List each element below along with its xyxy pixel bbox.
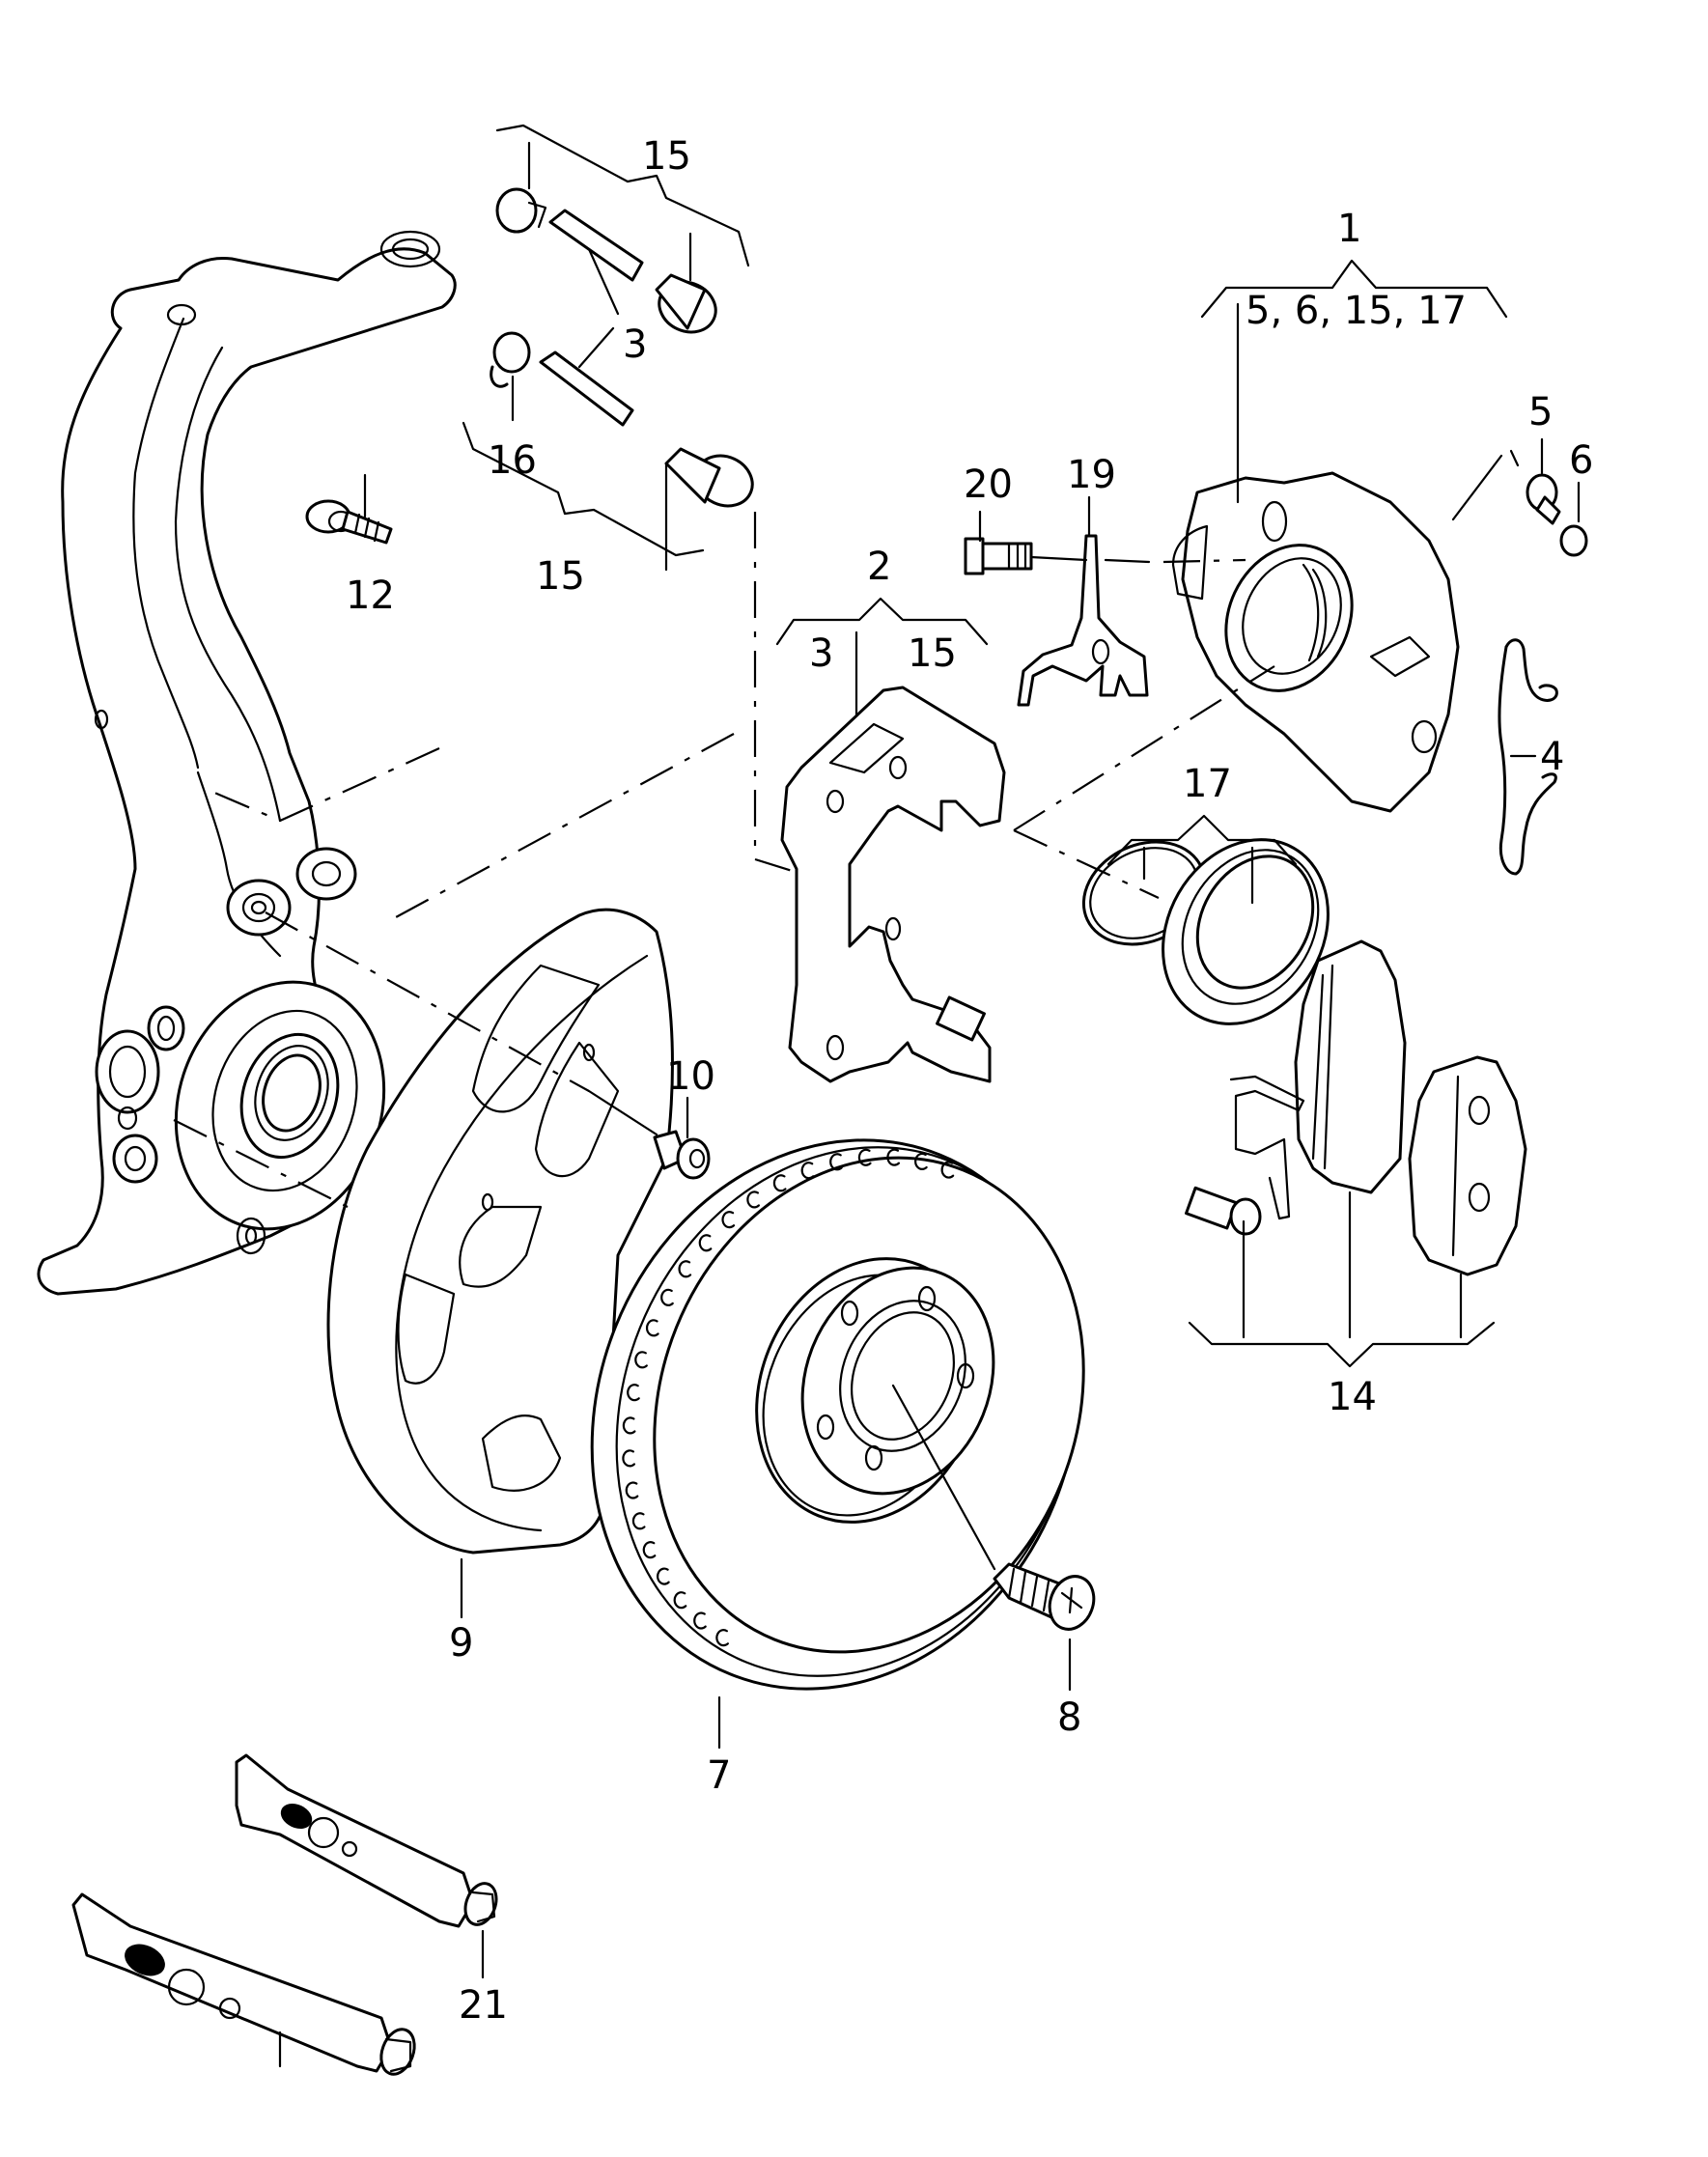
- countersunk-screw: [993, 1562, 1096, 1631]
- callout-10: 10: [666, 1054, 715, 1099]
- disc-vent: [698, 1234, 713, 1252]
- brake-pad-outer: [1408, 1055, 1527, 1276]
- callout-19: 20: [964, 462, 1013, 507]
- disc-vent: [631, 1512, 646, 1530]
- disc-vent: [857, 1148, 872, 1166]
- disc-vent: [746, 1191, 761, 1209]
- callout-1: 1: [1337, 207, 1361, 251]
- guide-pin-lower: [490, 331, 754, 508]
- disc-vent: [622, 1449, 636, 1468]
- callout-15-lower: 15: [536, 554, 585, 599]
- callout-17: 17: [1183, 762, 1232, 806]
- callout-16: 16: [488, 438, 537, 483]
- disc-vent: [721, 1211, 736, 1229]
- disc-vent: [678, 1260, 692, 1278]
- disc-vent: [657, 1567, 670, 1585]
- callout-1-sub: 5, 6, 15, 17: [1246, 289, 1467, 333]
- brake-disc: [590, 1138, 1085, 1691]
- callout-3: 3: [623, 322, 647, 367]
- wheel-hub: [174, 980, 386, 1255]
- disc-vent: [800, 1162, 815, 1180]
- guide-pin-upper: [495, 187, 717, 334]
- steering-knuckle: [37, 230, 457, 1296]
- disc-vent: [886, 1148, 901, 1166]
- wear-sensor: [1185, 1075, 1305, 1236]
- callout-7: 7: [707, 1753, 731, 1798]
- callout-8: 8: [1057, 1695, 1081, 1740]
- callout-6: 6: [1569, 438, 1593, 483]
- disc-vent: [627, 1384, 640, 1402]
- retaining-spring: [1498, 638, 1558, 876]
- shield-bolt: [653, 1130, 711, 1180]
- callout-2-sub-3: 3: [809, 631, 833, 676]
- callout-20: 21: [459, 1983, 508, 2028]
- disc-vent: [829, 1153, 843, 1171]
- brake-pad-inner: [1294, 939, 1407, 1194]
- callout-14: 14: [1328, 1375, 1377, 1419]
- disc-cooling-vents: [622, 1148, 955, 1647]
- dust-boot: [1162, 838, 1330, 1025]
- callout-15-top: 15: [642, 134, 691, 179]
- caliper-carrier: [780, 686, 1006, 1083]
- disc-vent: [642, 1541, 657, 1559]
- leader-lines: [173, 124, 1581, 2068]
- paste-tube-small: [235, 1753, 498, 1928]
- callout-5: 5: [1528, 390, 1553, 434]
- disc-vent: [715, 1629, 730, 1647]
- disc-vent: [645, 1319, 659, 1337]
- callout-2: 2: [867, 545, 891, 589]
- callout-9: 9: [449, 1621, 473, 1666]
- disc-vent: [673, 1591, 687, 1610]
- disc-vent: [914, 1152, 928, 1170]
- callout-4: 4: [1540, 735, 1564, 779]
- callout-12: 12: [346, 574, 395, 618]
- disc-vent: [622, 1416, 636, 1435]
- disc-vent: [625, 1481, 639, 1499]
- hex-flange-bolt: [305, 499, 393, 545]
- disc-vent: [693, 1611, 707, 1630]
- paste-tube-large: [71, 1892, 416, 2076]
- callout-labels: 15 3 16 15 12 2 3 15 1 5, 6, 15, 17 20 1…: [346, 134, 1593, 2028]
- caliper-housing: [1171, 471, 1460, 813]
- disc-vent: [772, 1174, 787, 1192]
- bleeder-valve: [1526, 473, 1561, 525]
- hex-bolt: [964, 537, 1033, 575]
- disc-vent: [660, 1288, 674, 1306]
- callout-18: 19: [1067, 453, 1116, 497]
- disc-vent: [940, 1161, 955, 1179]
- dust-cap: [1559, 524, 1588, 557]
- disc-vent: [634, 1351, 648, 1369]
- callout-2-sub-15: 15: [908, 631, 957, 676]
- hose-bracket: [1017, 534, 1149, 707]
